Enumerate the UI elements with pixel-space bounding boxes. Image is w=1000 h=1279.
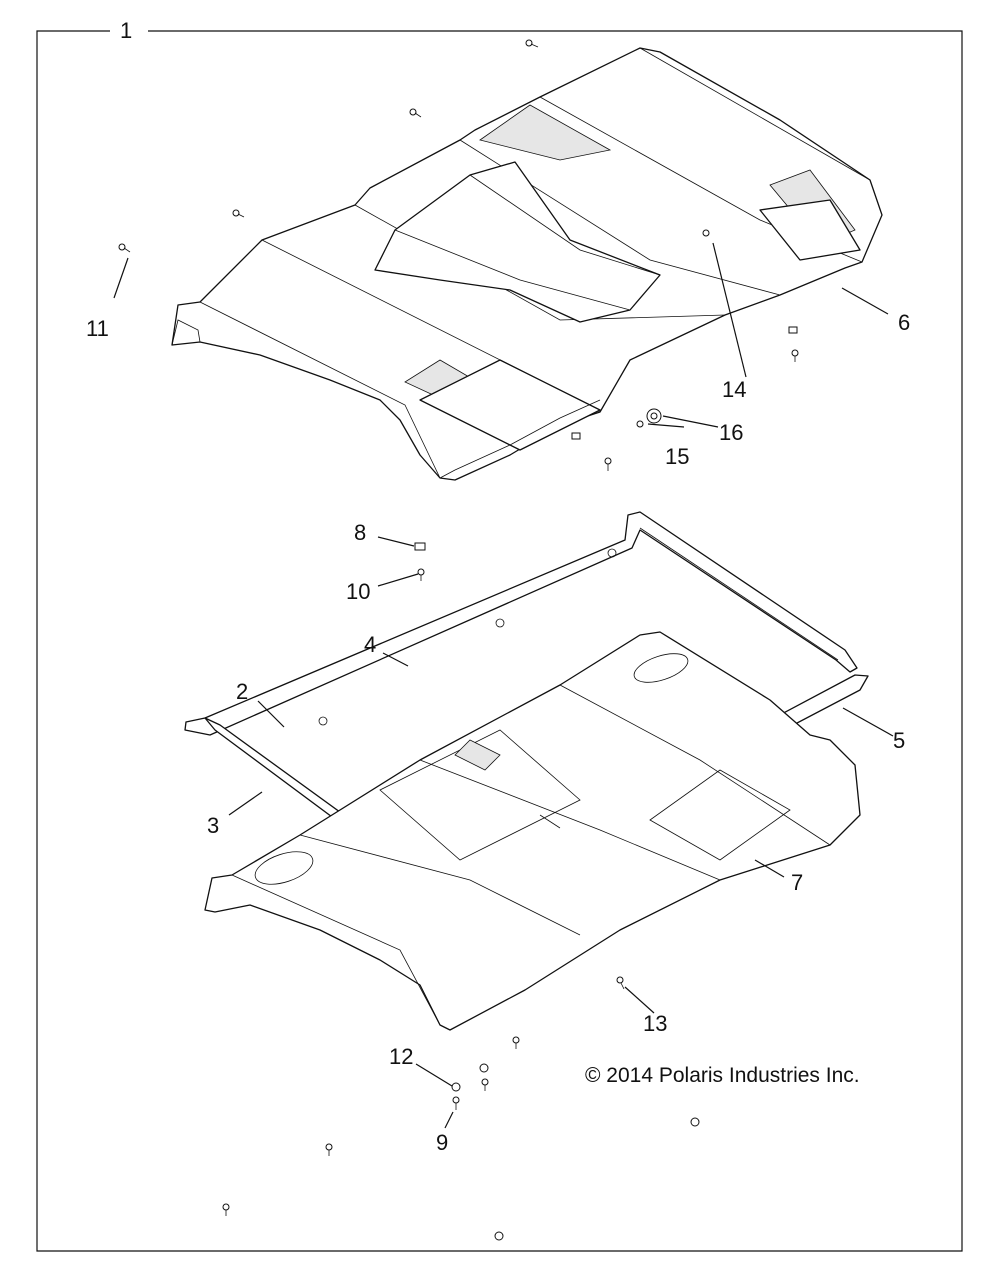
- diagram-frame: [36, 30, 963, 1252]
- callout-4: 4: [364, 632, 376, 657]
- copyright-notice: © 2014 Polaris Industries Inc.: [585, 1064, 860, 1087]
- screw-icon: [481, 1078, 489, 1091]
- callout-labels: 1 2 3 4 5 6 7 8 9 10 11 12 13 14 15 16: [86, 18, 910, 1155]
- callout-5: 5: [893, 728, 905, 753]
- clip-icon: [414, 542, 426, 551]
- washer-icon: [479, 1063, 489, 1073]
- screw-icon: [118, 243, 131, 253]
- callout-6: 6: [898, 310, 910, 335]
- callout-8: 8: [354, 520, 366, 545]
- leader-lines: [113, 242, 894, 1129]
- callout-12: 12: [389, 1044, 413, 1069]
- screw-icon: [325, 1143, 333, 1156]
- callout-9: 9: [436, 1130, 448, 1155]
- fasteners: [118, 39, 799, 1241]
- screw-icon: [525, 39, 539, 48]
- callout-13: 13: [643, 1011, 667, 1036]
- callout-14: 14: [722, 377, 746, 402]
- washer-icon: [451, 1082, 461, 1092]
- callout-10: 10: [346, 579, 370, 604]
- screw-icon: [512, 1036, 520, 1049]
- screw-icon: [616, 976, 625, 990]
- callout-2: 2: [236, 679, 248, 704]
- nut-icon: [494, 1231, 504, 1241]
- callout-11: 11: [86, 316, 109, 341]
- callout-16: 16: [719, 420, 743, 445]
- screw-icon: [452, 1096, 460, 1110]
- roof-top-panel: [171, 47, 883, 481]
- grommet-icon: [646, 408, 662, 424]
- washer-icon: [636, 420, 644, 428]
- callout-1: 1: [120, 18, 132, 43]
- callout-15: 15: [665, 444, 689, 469]
- callout-7: 7: [791, 870, 803, 895]
- screw-icon: [232, 209, 245, 218]
- screw-icon: [222, 1203, 230, 1216]
- screw-icon: [409, 108, 422, 118]
- clip-icon: [788, 326, 798, 334]
- rivet-icon: [702, 229, 710, 237]
- clip-icon: [571, 432, 581, 440]
- callout-3: 3: [207, 813, 219, 838]
- roof-headliner-panel: [204, 631, 861, 1031]
- screw-icon: [791, 349, 799, 362]
- screw-icon: [417, 568, 425, 581]
- screw-icon: [604, 457, 612, 471]
- nut-icon: [690, 1117, 700, 1127]
